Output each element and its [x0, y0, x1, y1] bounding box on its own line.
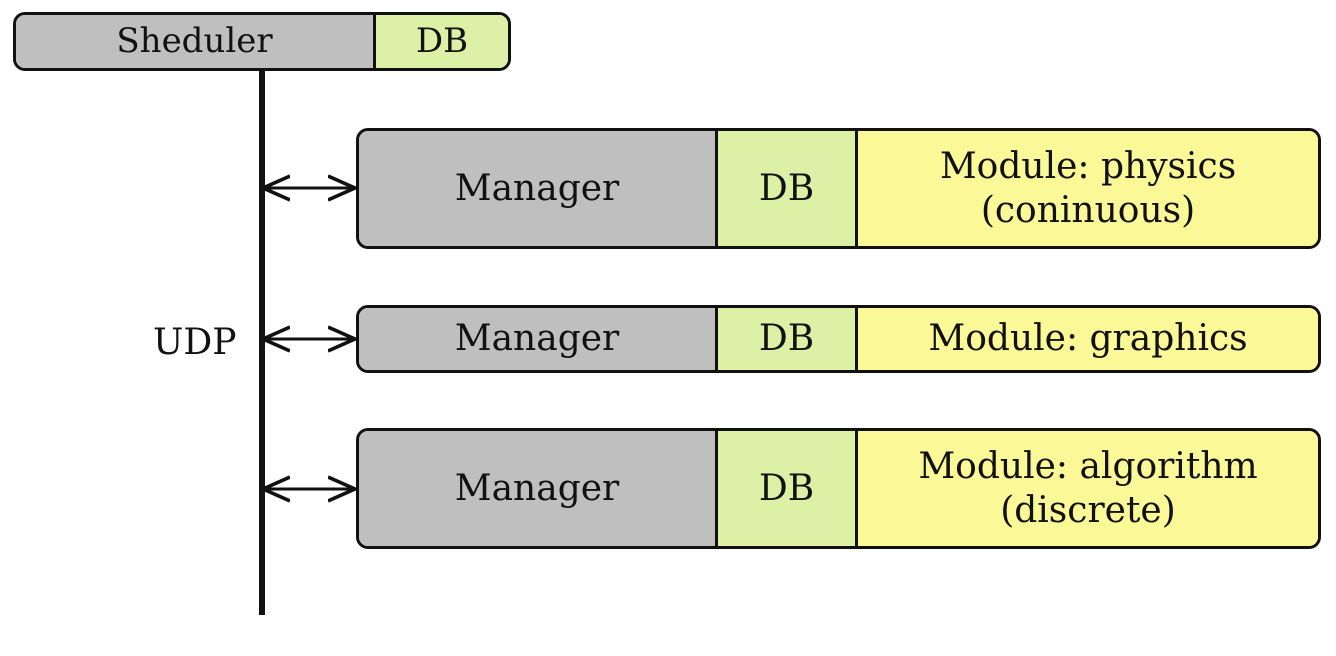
module-title: Module: physics [939, 146, 1237, 188]
module-label: Module: algorithm (discrete) [855, 431, 1318, 546]
module-block-physics: Manager DB Module: physics (coninuous) [356, 128, 1321, 249]
scheduler-block: Sheduler DB [13, 12, 511, 71]
scheduler-label: Sheduler [16, 15, 373, 68]
scheduler-db-label: DB [373, 15, 508, 68]
manager-label: Manager [359, 131, 715, 246]
db-label: DB [715, 431, 855, 546]
db-label: DB [715, 308, 855, 370]
module-subtitle: (coninuous) [980, 189, 1196, 231]
module-title: Module: graphics [928, 318, 1248, 360]
module-title: Module: algorithm [918, 446, 1258, 488]
module-block-algorithm: Manager DB Module: algorithm (discrete) [356, 428, 1321, 549]
udp-label: UDP [153, 322, 237, 363]
module-label: Module: graphics [855, 308, 1318, 370]
module-subtitle: (discrete) [1000, 489, 1176, 531]
module-label: Module: physics (coninuous) [855, 131, 1318, 246]
module-block-graphics: Manager DB Module: graphics [356, 305, 1321, 373]
db-label: DB [715, 131, 855, 246]
manager-label: Manager [359, 308, 715, 370]
manager-label: Manager [359, 431, 715, 546]
